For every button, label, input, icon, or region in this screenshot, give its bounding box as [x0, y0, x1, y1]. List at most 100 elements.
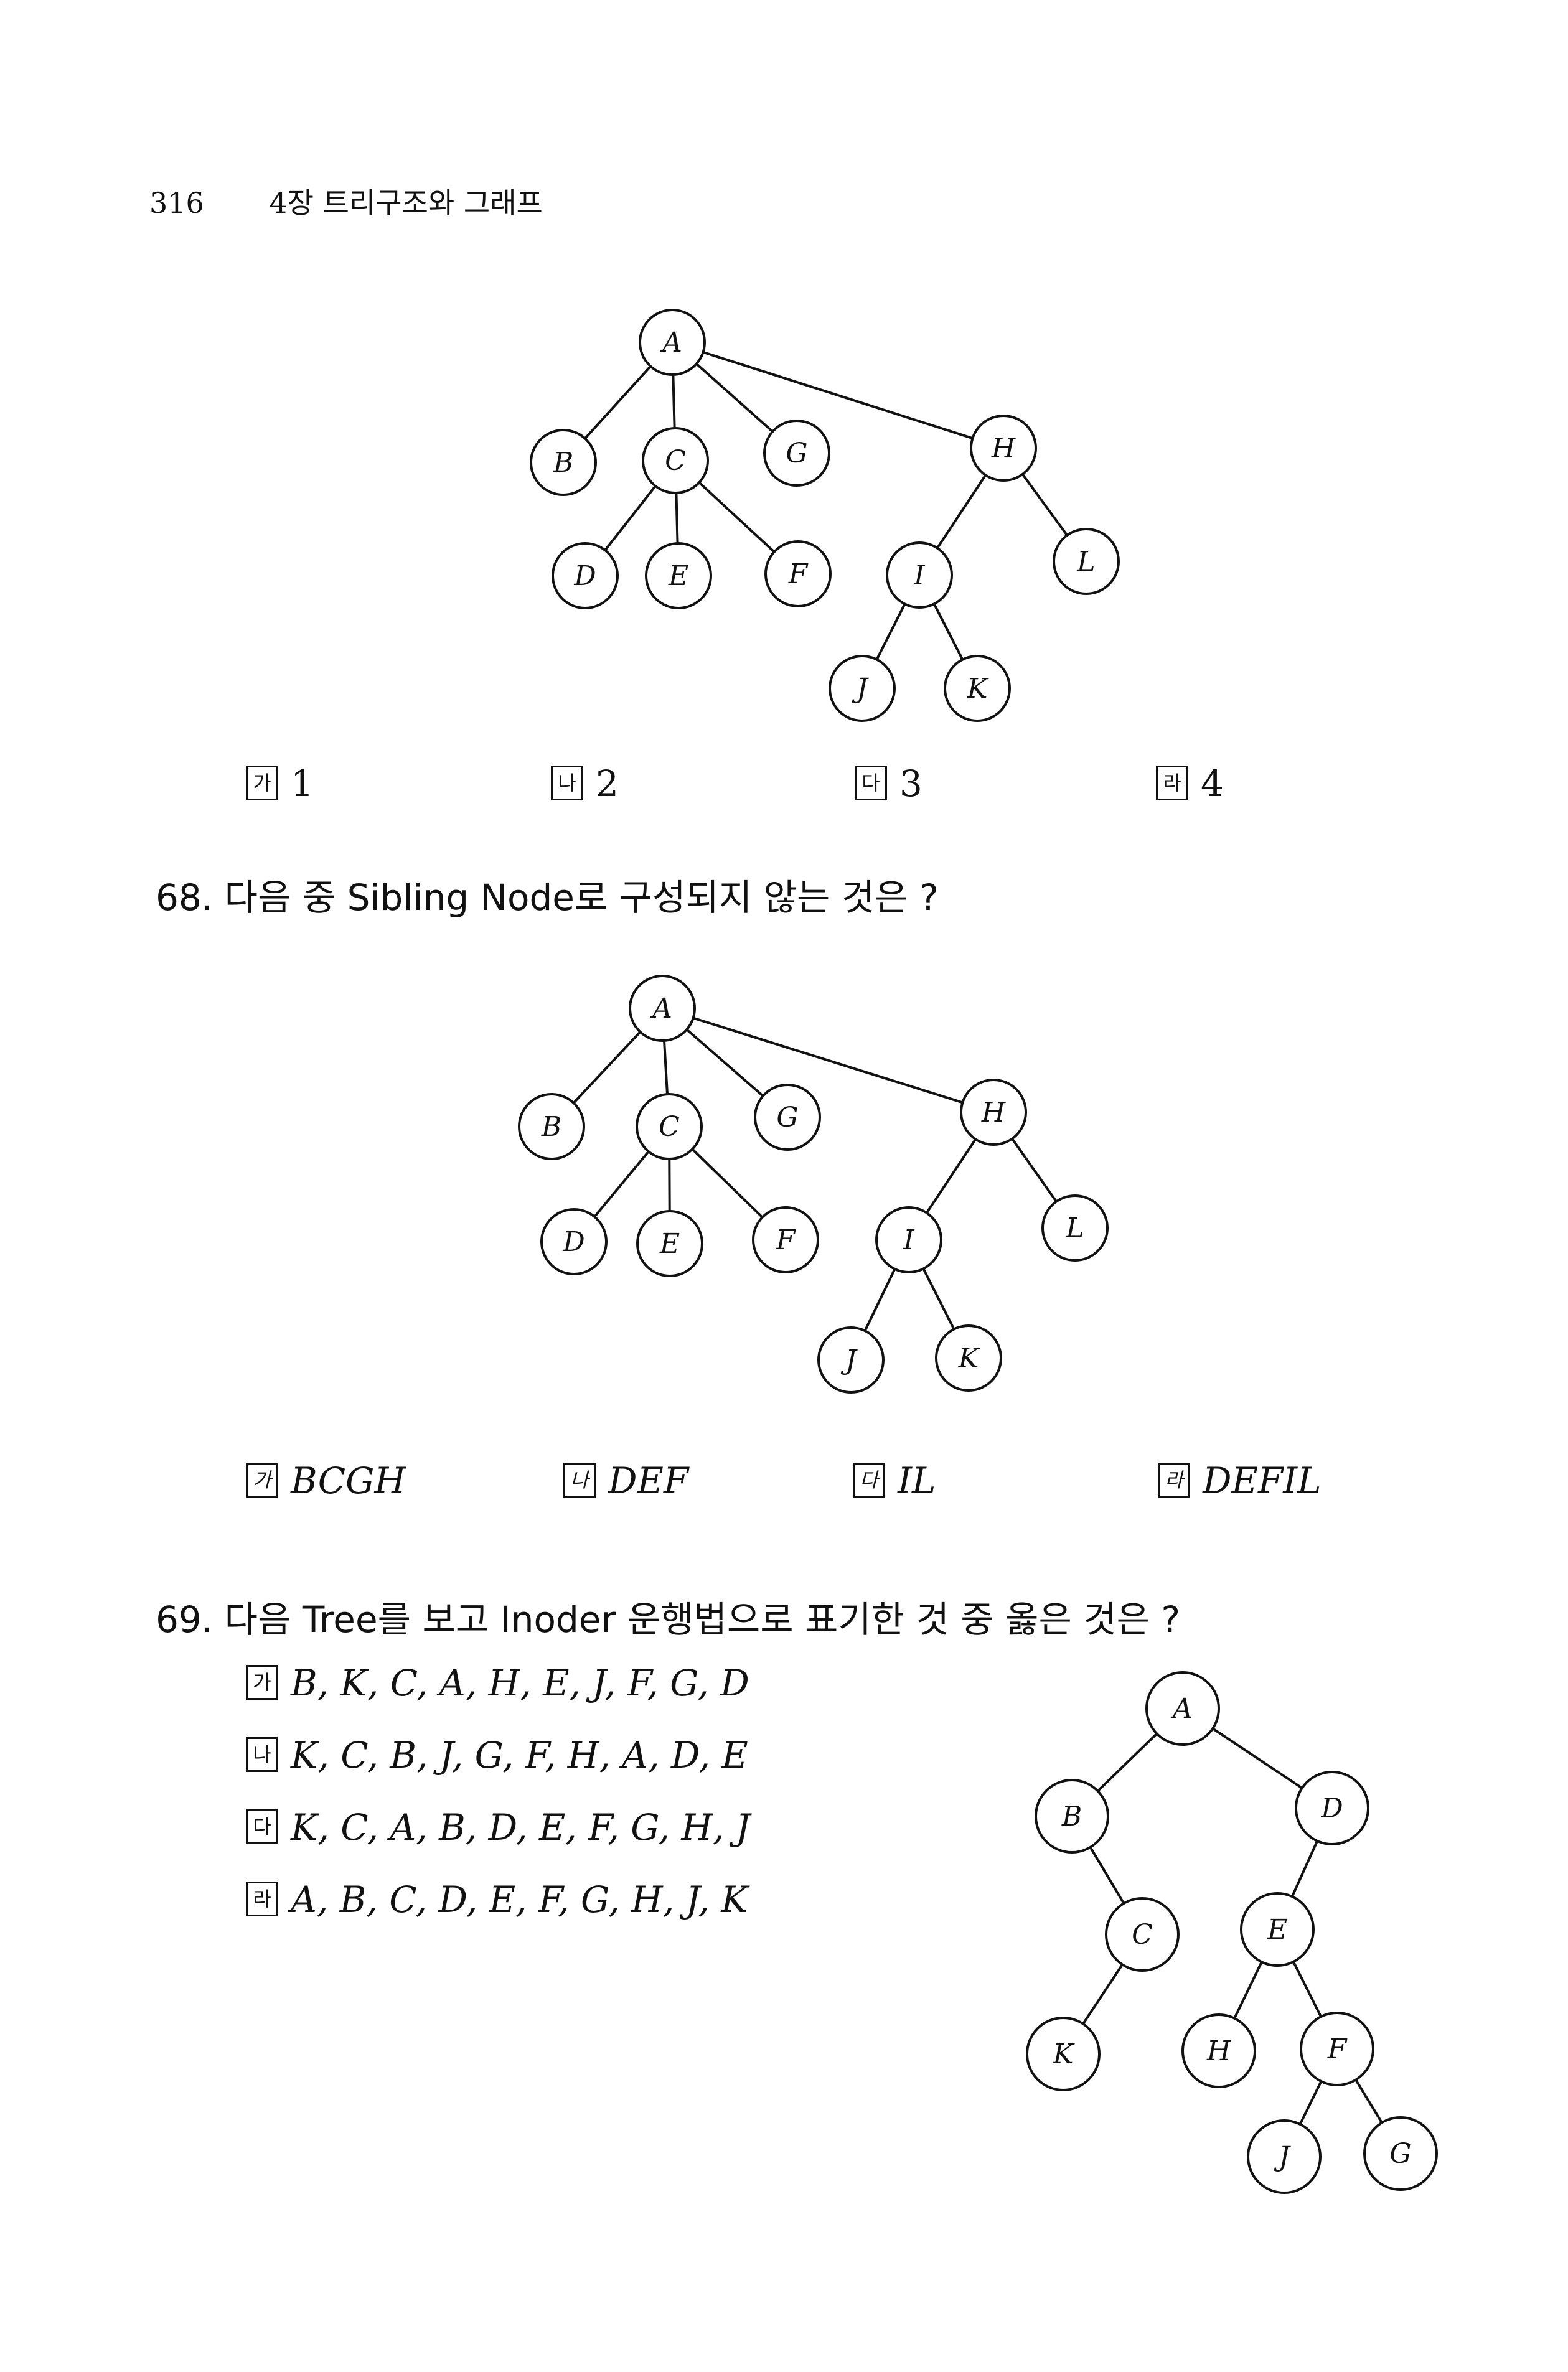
- node-label: C: [1132, 1919, 1153, 1951]
- q68-option-2[interactable]: 나 DEF: [563, 1460, 688, 1502]
- node-circle: [1181, 2013, 1256, 2088]
- q69-question: 69. 다음 Tree를 보고 Inoder 운행법으로 표기한 것 중 옳은 …: [156, 1598, 1181, 1641]
- q69-option-3[interactable]: 다 K, C, A, B, D, E, F, G, H, J: [246, 1806, 750, 1878]
- node-circle: [1145, 1671, 1220, 1746]
- node-label: I: [903, 1224, 915, 1256]
- choice-marker: 가: [246, 1664, 278, 1700]
- choice-marker: 라: [246, 1881, 278, 1916]
- tree-edge-a-h: [662, 1007, 994, 1113]
- tree-edge-a-h: [672, 341, 1004, 449]
- node-label: B: [541, 1111, 561, 1143]
- tree-node-l: L: [1053, 528, 1120, 595]
- node-circle: [629, 975, 696, 1042]
- choice-marker: 나: [563, 1462, 596, 1498]
- node-label: A: [650, 993, 672, 1024]
- node-label: G: [776, 1102, 798, 1133]
- node-circle: [639, 309, 706, 376]
- tree-node-a: A: [639, 309, 706, 376]
- tree-node-k: K: [1026, 2017, 1101, 2091]
- tree-node-d: D: [552, 542, 619, 609]
- tree-node-h: H: [1181, 2013, 1256, 2088]
- node-circle: [935, 1324, 1002, 1392]
- tree-node-k: K: [935, 1324, 1002, 1392]
- tree-node-d: D: [540, 1208, 608, 1275]
- node-label: G: [1389, 2138, 1411, 2170]
- node-circle: [829, 655, 896, 722]
- tree-node-j: J: [1247, 2119, 1322, 2194]
- choice-value: IL: [898, 1460, 936, 1502]
- node-label: A: [660, 327, 682, 359]
- choice-value: K, C, A, B, D, E, F, G, H, J: [291, 1806, 751, 1849]
- tree-node-h: H: [960, 1079, 1027, 1146]
- node-label: K: [1053, 2038, 1075, 2070]
- node-circle: [754, 1084, 821, 1151]
- node-circle: [645, 542, 712, 609]
- tree-node-f: F: [752, 1206, 819, 1273]
- choice-value: 4: [1201, 762, 1224, 805]
- tree-node-b: B: [1035, 1779, 1109, 1854]
- node-label: D: [573, 560, 596, 592]
- node-circle: [530, 429, 597, 496]
- page-number: 316: [149, 186, 204, 220]
- node-label: C: [659, 1111, 680, 1143]
- node-label: L: [1076, 546, 1095, 578]
- node-label: B: [553, 447, 573, 479]
- tree-node-i: I: [886, 541, 953, 609]
- tree-node-e: E: [636, 1210, 703, 1277]
- tree-node-h: H: [970, 415, 1037, 482]
- node-circle: [1363, 2116, 1438, 2191]
- node-circle: [1041, 1194, 1109, 1262]
- node-label: H: [991, 433, 1016, 464]
- node-circle: [540, 1208, 608, 1275]
- tree-node-l: L: [1041, 1194, 1109, 1262]
- choice-marker: 나: [246, 1737, 278, 1772]
- choice-value: BCGH: [291, 1460, 406, 1502]
- choice-marker: 다: [853, 1462, 885, 1498]
- choice-marker: 라: [1156, 765, 1188, 800]
- node-label: E: [1267, 1914, 1287, 1946]
- node-label: D: [1320, 1793, 1343, 1824]
- node-circle: [636, 1210, 703, 1277]
- node-circle: [1026, 2017, 1101, 2091]
- node-circle: [960, 1079, 1027, 1146]
- node-circle: [1300, 2012, 1374, 2086]
- choice-value: DEF: [608, 1460, 689, 1502]
- tree-node-j: J: [829, 655, 896, 722]
- node-circle: [886, 541, 953, 609]
- node-label: L: [1065, 1212, 1084, 1244]
- node-circle: [1053, 528, 1120, 595]
- tree-node-b: B: [530, 429, 597, 496]
- q68-question: 68. 다음 중 Sibling Node로 구성되지 않는 것은 ?: [156, 876, 939, 919]
- tree-node-f: F: [764, 540, 832, 607]
- page-header: 316 4장 트리구조와 그래프: [149, 180, 543, 222]
- node-circle: [944, 655, 1011, 722]
- q68-option-3[interactable]: 다 IL: [853, 1460, 936, 1502]
- q68-option-1[interactable]: 가 BCGH: [246, 1460, 406, 1502]
- choice-value: 2: [596, 762, 619, 805]
- tree-node-f: F: [1300, 2012, 1374, 2086]
- node-label: F: [776, 1224, 796, 1256]
- node-circle: [636, 1093, 703, 1160]
- choice-marker: 다: [246, 1809, 278, 1844]
- node-label: I: [913, 560, 926, 591]
- choice-marker: 라: [1158, 1462, 1190, 1498]
- node-circle: [552, 542, 619, 609]
- node-circle: [763, 420, 830, 487]
- node-circle: [642, 427, 709, 494]
- choice-marker: 가: [246, 1462, 278, 1498]
- tree-node-j: J: [817, 1326, 885, 1394]
- node-label: F: [1327, 2033, 1348, 2065]
- node-label: K: [967, 673, 989, 705]
- tree-node-a: A: [629, 975, 696, 1042]
